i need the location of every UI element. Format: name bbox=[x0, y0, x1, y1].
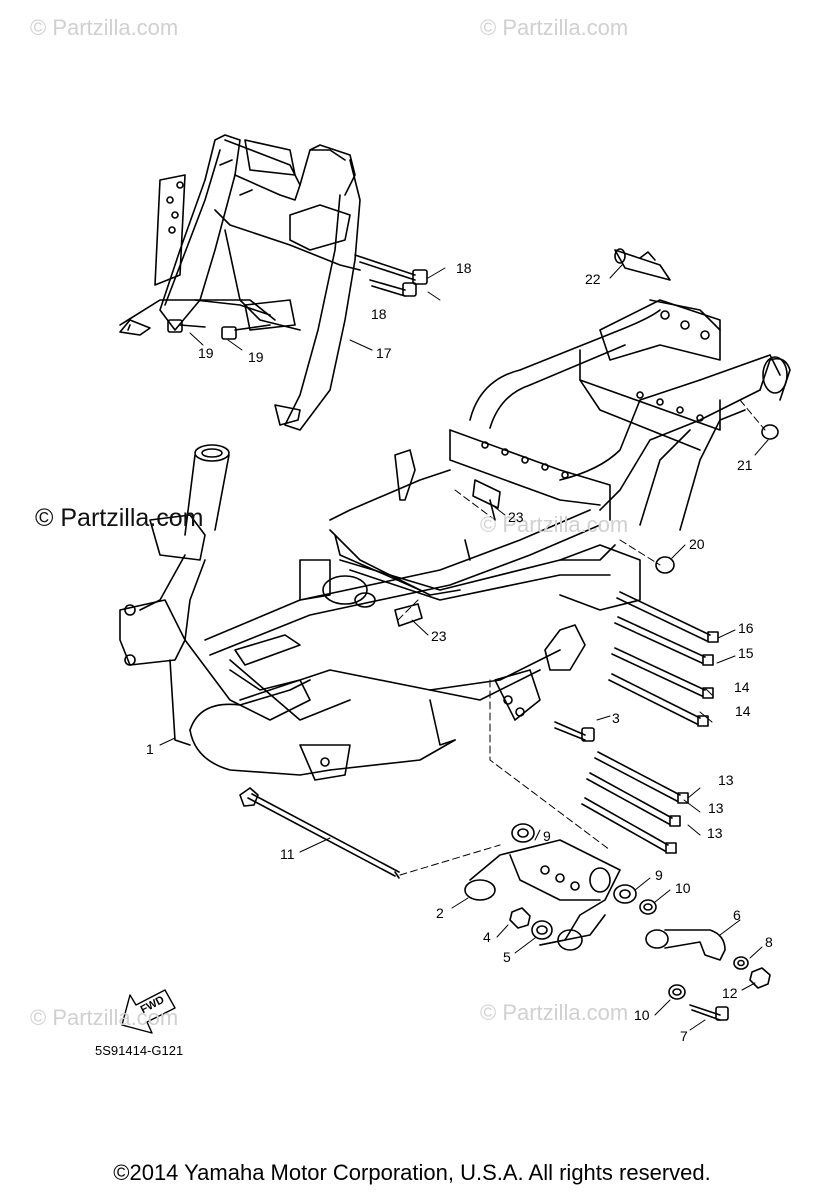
engine-mount-bracket bbox=[464, 839, 621, 951]
callout-22: 22 bbox=[585, 271, 601, 287]
watermark: © Partzilla.com bbox=[480, 15, 629, 40]
rear-carrier-bracket bbox=[119, 134, 361, 431]
watermark: © Partzilla.com bbox=[35, 504, 204, 532]
watermark: © Partzilla.com bbox=[480, 1000, 629, 1025]
callout-5: 5 bbox=[503, 949, 511, 965]
leader-lines bbox=[159, 264, 769, 1031]
callout-2: 2 bbox=[436, 905, 444, 921]
callout-16: 16 bbox=[738, 620, 754, 636]
callout-17: 17 bbox=[376, 345, 392, 361]
callout-7: 7 bbox=[680, 1028, 688, 1044]
callout-8: 8 bbox=[765, 934, 773, 950]
guide-lines bbox=[397, 399, 766, 876]
callout-13: 13 bbox=[718, 772, 734, 788]
copyright-notice: ©2014 Yamaha Motor Corporation, U.S.A. A… bbox=[113, 1160, 711, 1185]
part-code: 5S91414-G121 bbox=[95, 1043, 184, 1058]
callout-13: 13 bbox=[707, 825, 723, 841]
callout-13: 13 bbox=[708, 800, 724, 816]
callout-10: 10 bbox=[675, 880, 691, 896]
small-parts bbox=[239, 248, 779, 1021]
watermark: © Partzilla.com bbox=[30, 1005, 179, 1030]
callout-12: 12 bbox=[722, 985, 738, 1001]
callout-10: 10 bbox=[634, 1007, 650, 1023]
fwd-arrow-icon bbox=[121, 989, 176, 1034]
callout-20: 20 bbox=[689, 536, 705, 552]
cable-ties bbox=[581, 591, 719, 854]
callout-9: 9 bbox=[655, 867, 663, 883]
callout-19: 19 bbox=[198, 345, 214, 361]
callout-14: 14 bbox=[734, 679, 750, 695]
callout-4: 4 bbox=[483, 929, 491, 945]
callout-9: 9 bbox=[543, 828, 551, 844]
callout-1: 1 bbox=[146, 741, 154, 757]
callout-21: 21 bbox=[737, 457, 753, 473]
callout-6: 6 bbox=[733, 907, 741, 923]
callout-23: 23 bbox=[508, 509, 524, 525]
callout-3: 3 bbox=[612, 710, 620, 726]
callout-23: 23 bbox=[431, 628, 447, 644]
watermark: © Partzilla.com bbox=[480, 512, 629, 537]
callout-11: 11 bbox=[280, 846, 295, 862]
callout-19: 19 bbox=[248, 349, 264, 365]
watermark: © Partzilla.com bbox=[30, 15, 179, 40]
callout-14: 14 bbox=[735, 703, 751, 719]
bolts-18-19 bbox=[167, 254, 428, 340]
callout-15: 15 bbox=[738, 645, 754, 661]
callout-18: 18 bbox=[456, 260, 472, 276]
main-frame bbox=[119, 299, 791, 781]
callout-18: 18 bbox=[371, 306, 387, 322]
